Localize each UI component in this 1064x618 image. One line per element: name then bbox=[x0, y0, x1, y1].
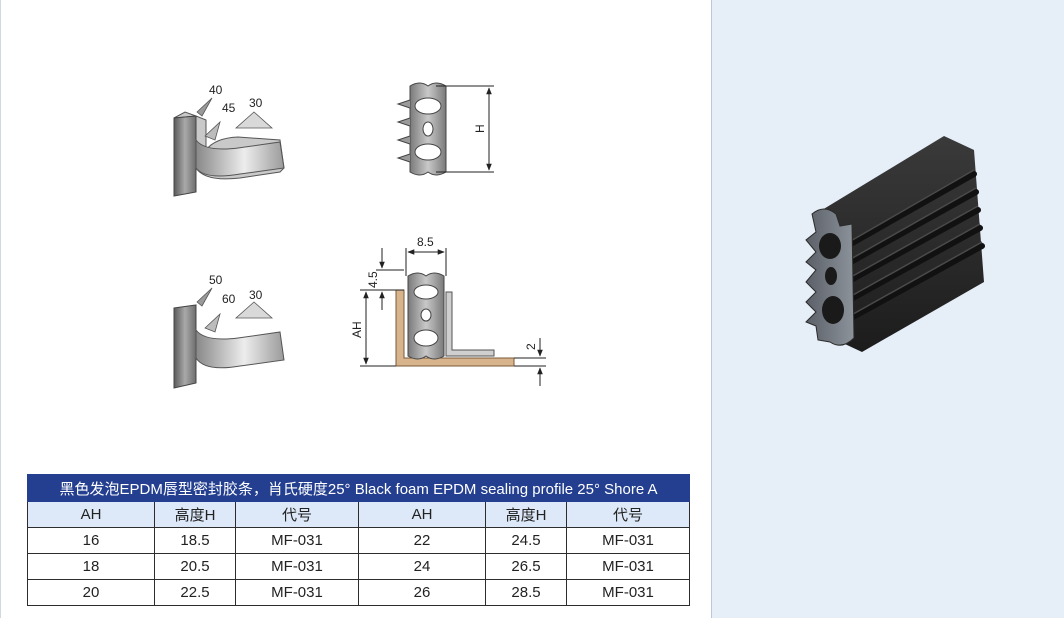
table-row: 16 18.5 MF-031 22 24.5 MF-031 bbox=[27, 527, 691, 554]
angle-label-40: 40 bbox=[209, 83, 223, 97]
angle-label-50: 50 bbox=[209, 273, 223, 287]
table-row: 18 20.5 MF-031 24 26.5 MF-031 bbox=[27, 553, 691, 580]
technical-drawings: 40 45 30 50 60 30 H 8.5 bbox=[173, 82, 546, 389]
table-cell: 26 bbox=[358, 579, 486, 606]
angle-label-30b: 30 bbox=[249, 288, 263, 302]
table-cell: MF-031 bbox=[235, 579, 359, 606]
column-header: 高度H bbox=[154, 501, 236, 528]
column-header: 代号 bbox=[235, 501, 359, 528]
column-header: 代号 bbox=[565, 501, 691, 528]
table-cell: 24.5 bbox=[485, 527, 567, 554]
table-header-row: AH 高度H 代号 AH 高度H 代号 bbox=[27, 501, 691, 528]
table-cell: 22.5 bbox=[154, 579, 236, 606]
dimension-label-8-5: 8.5 bbox=[417, 235, 434, 249]
dimension-label-h: H bbox=[473, 124, 487, 133]
table-title-row: 黑色发泡EPDM唇型密封胶条，肖氏硬度25° Black foam EPDM s… bbox=[26, 474, 691, 502]
table-cell: MF-031 bbox=[235, 527, 359, 554]
product-render bbox=[805, 136, 985, 352]
dimension-label-2: 2 bbox=[524, 343, 538, 350]
panel-divider bbox=[711, 0, 712, 618]
angle-label-60: 60 bbox=[222, 292, 236, 306]
column-header: AH bbox=[27, 501, 155, 528]
cross-section-h: H bbox=[396, 82, 494, 176]
table-row: 20 22.5 MF-031 26 28.5 MF-031 bbox=[27, 579, 691, 606]
table-cell: 24 bbox=[358, 553, 486, 580]
lip-profile-bottom: 50 60 30 bbox=[173, 273, 285, 389]
table-title: 黑色发泡EPDM唇型密封胶条，肖氏硬度25° Black foam EPDM s… bbox=[26, 474, 691, 502]
angle-label-30: 30 bbox=[249, 96, 263, 110]
angle-label-45: 45 bbox=[222, 101, 236, 115]
table-cell: 26.5 bbox=[485, 553, 567, 580]
dimension-label-4-5: 4.5 bbox=[366, 271, 380, 288]
column-header: AH bbox=[358, 501, 486, 528]
lip-profile-top: 40 45 30 bbox=[173, 83, 285, 197]
table-cell: MF-031 bbox=[565, 553, 691, 580]
table-cell: 16 bbox=[27, 527, 155, 554]
corner-installation-drawing: 8.5 4.5 AH 2 bbox=[350, 235, 546, 386]
table-cell: 20.5 bbox=[154, 553, 236, 580]
table-cell: MF-031 bbox=[565, 527, 691, 554]
spec-table: 黑色发泡EPDM唇型密封胶条，肖氏硬度25° Black foam EPDM s… bbox=[26, 474, 691, 606]
dimension-label-ah: AH bbox=[350, 321, 364, 338]
table-cell: MF-031 bbox=[235, 553, 359, 580]
table-cell: 20 bbox=[27, 579, 155, 606]
table-cell: 22 bbox=[358, 527, 486, 554]
table-cell: 18.5 bbox=[154, 527, 236, 554]
table-cell: MF-031 bbox=[565, 579, 691, 606]
table-cell: 28.5 bbox=[485, 579, 567, 606]
column-header: 高度H bbox=[485, 501, 567, 528]
table-cell: 18 bbox=[27, 553, 155, 580]
